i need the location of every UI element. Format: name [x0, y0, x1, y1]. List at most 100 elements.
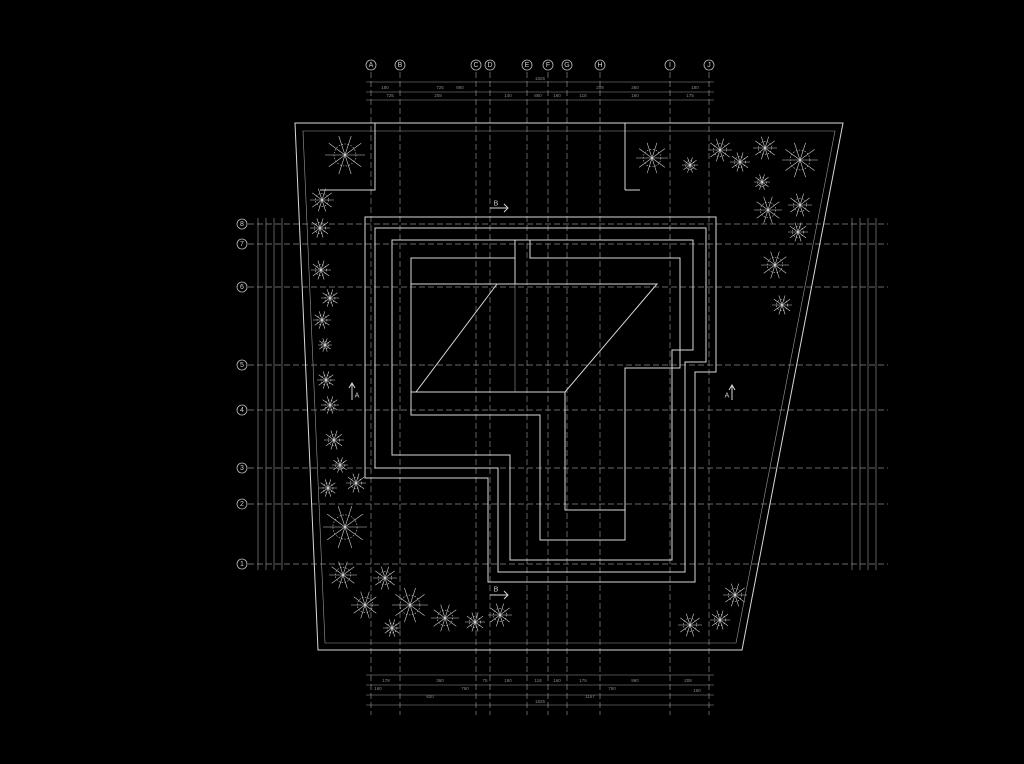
- plant-symbol: [636, 142, 668, 174]
- plant-symbol: [329, 561, 357, 589]
- plant-symbol: [346, 473, 366, 493]
- dimension-text: 820: [426, 694, 434, 699]
- dimension-text: 725: [436, 85, 444, 90]
- row-axis-label: 7: [240, 241, 244, 248]
- column-axis-label: G: [564, 62, 569, 69]
- column-axis-bubble: [394, 59, 406, 71]
- plant-symbol: [373, 566, 397, 590]
- plant-symbol: [310, 218, 330, 238]
- row-axis-label: 4: [240, 407, 244, 414]
- column-axis-label: H: [597, 62, 602, 69]
- column-axis-bubble: [470, 59, 482, 71]
- dimension-text: 190: [504, 678, 512, 683]
- plant-symbol: [753, 136, 777, 160]
- dimension-text: 1157: [585, 694, 595, 699]
- dimension-text: 750: [608, 686, 616, 691]
- row-axis-label: 5: [240, 362, 244, 369]
- dimension-text: 175: [579, 678, 587, 683]
- dimension-text: 760: [461, 686, 469, 691]
- dimension-text: 860: [534, 93, 542, 98]
- plant-symbol: [313, 311, 331, 329]
- dimension-text: 180: [691, 85, 699, 90]
- plant-symbol: [754, 174, 770, 190]
- row-axis-bubble: [236, 558, 248, 570]
- plant-symbol: [317, 371, 335, 389]
- column-axis-label: F: [546, 62, 550, 69]
- row-axis-bubble: [236, 281, 248, 293]
- row-axis-bubble: [236, 238, 248, 250]
- plant-symbol: [332, 457, 348, 473]
- dimension-text: 160: [553, 93, 561, 98]
- plant-symbol: [325, 135, 365, 175]
- column-axis-label: I: [669, 62, 671, 69]
- dimension-text: 208: [596, 85, 604, 90]
- row-axis-bubble: [236, 218, 248, 230]
- section-mark-a-right: A: [725, 393, 730, 400]
- plant-symbol: [318, 338, 332, 352]
- dimension-text: 1825: [535, 699, 546, 704]
- row-axis-bubble: [236, 359, 248, 371]
- plant-symbol: [710, 610, 730, 630]
- plant-symbol: [772, 295, 792, 315]
- dimension-text: 160: [693, 688, 701, 693]
- row-axis-bubble: [236, 498, 248, 510]
- column-axis-label: C: [473, 62, 478, 69]
- row-axis-bubble: [236, 404, 248, 416]
- row-axis-label: 6: [240, 284, 244, 291]
- column-axis-label: E: [525, 62, 530, 69]
- dimension-text: 140: [504, 93, 512, 98]
- plant-symbol: [310, 188, 334, 212]
- plant-symbol: [392, 587, 428, 623]
- column-axis-bubble: [542, 59, 554, 71]
- column-axis-bubble: [664, 59, 676, 71]
- dimension-text: 75: [482, 678, 488, 683]
- site-boundary: [294, 122, 844, 651]
- column-axis-bubble: [521, 59, 533, 71]
- section-mark-a-left: A: [355, 393, 360, 400]
- column-axis-bubble: [365, 59, 377, 71]
- column-axis-bubble: [703, 59, 715, 71]
- dimension-text: 118: [534, 678, 542, 683]
- dimension-text: 175: [686, 93, 694, 98]
- row-axis-label: 8: [240, 221, 244, 228]
- plant-symbol: [754, 196, 782, 224]
- row-axis-label: 3: [240, 465, 244, 472]
- section-marks: A A B B: [348, 201, 736, 600]
- column-axis-bubble: [594, 59, 606, 71]
- column-axis-label: A: [369, 62, 374, 69]
- plant-symbol: [788, 193, 812, 217]
- column-axis-label: D: [487, 62, 492, 69]
- plant-symbol: [682, 157, 698, 173]
- plant-symbol: [723, 583, 747, 607]
- section-mark-b-bottom: B: [494, 587, 499, 594]
- dimension-text: 1825: [535, 76, 546, 81]
- plant-symbol: [678, 613, 702, 637]
- dimension-text: 360: [436, 678, 444, 683]
- plant-symbol: [488, 603, 512, 627]
- column-axis-label: J: [707, 62, 711, 69]
- dimension-text: 178: [382, 678, 390, 683]
- plant-symbol: [788, 222, 808, 242]
- dimension-text: 160: [553, 678, 561, 683]
- dimension-text: 160: [631, 93, 639, 98]
- dimension-text: 860: [456, 85, 464, 90]
- row-axis-bubble: [236, 462, 248, 474]
- plant-symbol: [323, 506, 367, 548]
- row-axis-label: 1: [240, 561, 244, 568]
- dimension-text: 360: [631, 85, 639, 90]
- landscape-plants: [310, 135, 818, 637]
- plant-symbol: [465, 612, 485, 632]
- dimension-text: 960: [631, 678, 639, 683]
- plant-symbol: [321, 396, 339, 414]
- column-axis-bubble: [484, 59, 496, 71]
- plant-symbol: [431, 604, 459, 632]
- column-axis-bubble: [561, 59, 573, 71]
- plant-symbol: [324, 430, 344, 450]
- plant-symbol: [321, 289, 339, 307]
- plant-symbol: [730, 152, 750, 172]
- column-axis-label: B: [398, 62, 403, 69]
- dimension-text: 208: [684, 678, 692, 683]
